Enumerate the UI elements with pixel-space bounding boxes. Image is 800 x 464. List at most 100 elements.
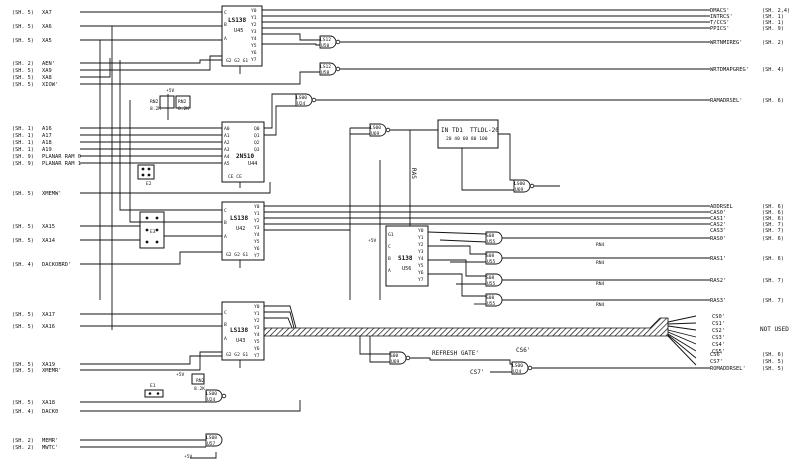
- svg-text:+5V: +5V: [176, 372, 185, 378]
- svg-text:CE CE: CE CE: [228, 174, 242, 180]
- left-input-signals: (SH. 5)XA7(SH. 5)XA6(SH. 5)XA5(SH. 2)AEN…: [12, 10, 81, 451]
- right-output-name: INTRCS': [710, 14, 733, 20]
- svg-text:20 40 60 80 100: 20 40 60 80 100: [446, 136, 488, 142]
- svg-text:Y4: Y4: [418, 256, 424, 262]
- svg-text:Y4: Y4: [251, 36, 257, 42]
- svg-text:U55: U55: [487, 239, 496, 245]
- left-input-ref: (SH. 5): [12, 400, 34, 406]
- svg-text:U58: U58: [321, 43, 330, 49]
- left-input-ref: (SH. 1): [12, 133, 34, 139]
- svg-text:RN2: RN2: [178, 99, 187, 105]
- svg-text:G1: G1: [388, 232, 394, 238]
- e1-jumper: E1: [144, 383, 164, 398]
- left-input-name: XA14: [42, 238, 55, 244]
- svg-text:8.2K: 8.2K: [150, 106, 161, 112]
- left-input-ref: (SH. 5): [12, 10, 34, 16]
- unused-cs-name: CS4': [712, 342, 725, 348]
- svg-text:U55: U55: [487, 259, 496, 265]
- left-input-ref: (SH. 5): [12, 38, 34, 44]
- svg-text:S00: S00: [390, 353, 399, 359]
- right-output-ref: (SH. 2): [762, 40, 784, 46]
- svg-text:+5V: +5V: [166, 88, 175, 94]
- u45-ref-label: U45: [234, 28, 243, 34]
- svg-text:U57: U57: [207, 441, 216, 447]
- svg-text:TTLDL-20: TTLDL-20: [470, 127, 499, 134]
- svg-text:Q0: Q0: [254, 126, 260, 132]
- svg-text:LS00: LS00: [206, 391, 217, 397]
- right-output-name: CS7': [710, 359, 723, 365]
- svg-text:RN2: RN2: [150, 99, 159, 105]
- svg-text:A0: A0: [224, 126, 230, 132]
- svg-text:G2 G2 G1: G2 G2 G1: [226, 252, 248, 258]
- cs-bus: [263, 317, 669, 337]
- e2-jumper: E2: [137, 164, 155, 187]
- right-output-name: RAMADRSEL': [710, 98, 742, 104]
- svg-text:C: C: [224, 310, 227, 316]
- left-input-ref: (SH. 5): [12, 24, 34, 30]
- right-output-ref: (SH. 9): [762, 26, 784, 32]
- right-output-name: CAS2': [710, 222, 726, 228]
- svg-text:Y5: Y5: [254, 339, 260, 345]
- left-input-ref: (SH. 2): [12, 445, 34, 451]
- svg-text:RN2: RN2: [196, 378, 205, 384]
- e3-jumper: E3: [139, 211, 165, 249]
- u55-gate-d: S08 U55: [485, 293, 503, 307]
- right-output-ref: (SH. 5): [762, 366, 784, 372]
- left-input-ref: (SH. 1): [12, 147, 34, 153]
- svg-text:E1: E1: [150, 383, 156, 389]
- svg-text:Y0: Y0: [254, 304, 260, 310]
- right-output-ref: (SH. 6): [762, 352, 784, 358]
- svg-text:Y7: Y7: [254, 253, 260, 259]
- right-output-ref: (SH. 7): [762, 228, 784, 234]
- left-input-name: XA19: [42, 362, 55, 368]
- svg-text:Y5: Y5: [418, 263, 424, 269]
- svg-text:RN4: RN4: [596, 260, 605, 266]
- left-input-ref: (SH. 5): [12, 368, 34, 374]
- right-output-ref: (SH. 6): [762, 236, 784, 242]
- left-input-name: XMEMR': [42, 368, 61, 374]
- refresh-gate-label: REFRESH GATE': [432, 350, 479, 357]
- svg-text:RN4: RN4: [596, 281, 605, 287]
- right-output-name: WRTNMIREG': [710, 40, 742, 46]
- unused-cs-name: CS5': [712, 349, 725, 355]
- svg-text:Y2: Y2: [254, 218, 260, 224]
- left-input-name: MEMR': [42, 438, 58, 444]
- right-output-name: CAS0': [710, 210, 726, 216]
- svg-text:CS6': CS6': [516, 347, 530, 354]
- left-input-name: XA7: [42, 10, 52, 16]
- svg-text:8.2K: 8.2K: [194, 386, 205, 392]
- svg-text:8.2K: 8.2K: [178, 106, 189, 112]
- svg-text:TD1: TD1: [452, 127, 463, 134]
- unused-cs-name: CS1': [712, 321, 725, 327]
- svg-text:2N510: 2N510: [236, 153, 254, 160]
- right-output-ref: (SH. 7): [762, 298, 784, 304]
- svg-text:Y0: Y0: [418, 228, 424, 234]
- svg-text:U55: U55: [487, 281, 496, 287]
- left-input-ref: (SH. 5): [12, 324, 34, 330]
- not-used-label: NOT USED: [760, 326, 789, 333]
- svg-text:S08: S08: [486, 233, 495, 239]
- svg-text:Y6: Y6: [251, 50, 257, 56]
- svg-text:B: B: [224, 322, 227, 328]
- svg-text:Y2: Y2: [418, 242, 424, 248]
- right-output-name: ROMADDRSEL': [710, 366, 746, 372]
- right-output-name: RAS2': [710, 278, 726, 284]
- svg-text:U24: U24: [207, 397, 216, 403]
- right-output-ref: (SH. 7): [762, 278, 784, 284]
- left-input-name: MWTC': [42, 445, 58, 451]
- left-input-name: XA5: [42, 38, 52, 44]
- svg-text:A5: A5: [224, 161, 230, 167]
- u58-gate-a: LS12 U58: [319, 35, 341, 49]
- rn2-bottom: RN2 8.2K +5V: [176, 372, 205, 392]
- left-input-name: XA16: [42, 324, 55, 330]
- right-output-ref: (SH. 4): [762, 67, 784, 73]
- svg-text:LS138: LS138: [230, 327, 248, 334]
- svg-text:Q1: Q1: [254, 133, 260, 139]
- svg-text:Y6: Y6: [254, 346, 260, 352]
- svg-text:C: C: [388, 244, 391, 250]
- svg-text:+5V: +5V: [368, 238, 377, 244]
